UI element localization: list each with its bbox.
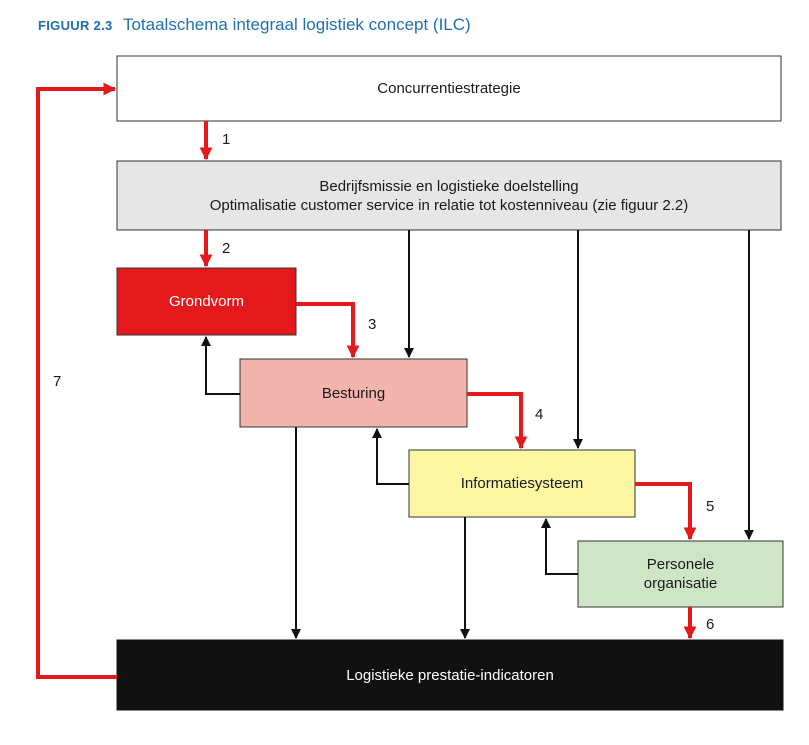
besturing-text: Besturing: [321, 384, 386, 402]
personele-box: [577, 540, 784, 608]
grondvorm-text: Grondvorm: [168, 293, 245, 310]
personele-text-2: organisatie: [643, 575, 718, 592]
step-number-1: 1: [222, 131, 231, 148]
informatiesysteem-box: [408, 449, 636, 518]
personele-label: Personele organisatie: [578, 541, 783, 607]
grondvorm-label: Grondvorm: [117, 268, 296, 335]
step-number-6: 6: [706, 616, 715, 633]
concurrentie-text: Concurrentiestrategie: [377, 80, 521, 97]
arrow-3: [296, 302, 360, 359]
grondvorm-box: [116, 267, 297, 336]
concurrentie-label: Concurrentiestrategie: [117, 56, 781, 121]
missie-text-2: Optimalisatie customer service in relati…: [209, 196, 689, 214]
step-number-5: 5: [706, 498, 715, 515]
figure-title: Totaalschema integraal logistiek concept…: [122, 15, 471, 34]
informatiesysteem-label: Informatiesysteem: [409, 450, 635, 517]
arrow-besturing-grondvorm: [201, 336, 240, 395]
personele-text-1: Personele: [646, 556, 715, 573]
step-number-7: 7: [53, 373, 62, 390]
arrow-5: [635, 482, 697, 541]
missie-text-1: Bedrijfsmissie en logistieke doelstellin…: [319, 177, 579, 195]
besturing-label: Besturing: [240, 359, 467, 427]
figure-caption: FIGUUR 2.3 Totaalschema integraal logist…: [38, 15, 471, 35]
missie-box: [116, 160, 782, 231]
besturing-box: [239, 358, 468, 428]
indicatoren-label: Logistieke prestatie-indicatoren: [117, 640, 783, 710]
step-number-3: 3: [368, 316, 377, 333]
arrow-informatiesysteem-besturing: [372, 428, 409, 485]
arrow-personele-informatiesysteem: [541, 518, 578, 575]
figure-label: FIGUUR 2.3: [38, 18, 113, 33]
step-number-2: 2: [222, 240, 231, 257]
indicatoren-box: [116, 639, 784, 711]
missie-label: Bedrijfsmissie en logistieke doelstellin…: [117, 161, 781, 230]
arrow-7-feedback: [36, 82, 117, 679]
step-number-4: 4: [535, 406, 544, 423]
informatiesysteem-text: Informatiesysteem: [460, 475, 584, 492]
concurrentie-box: [116, 55, 782, 122]
indicatoren-text: Logistieke prestatie-indicatoren: [346, 666, 554, 684]
arrow-4: [467, 392, 528, 450]
